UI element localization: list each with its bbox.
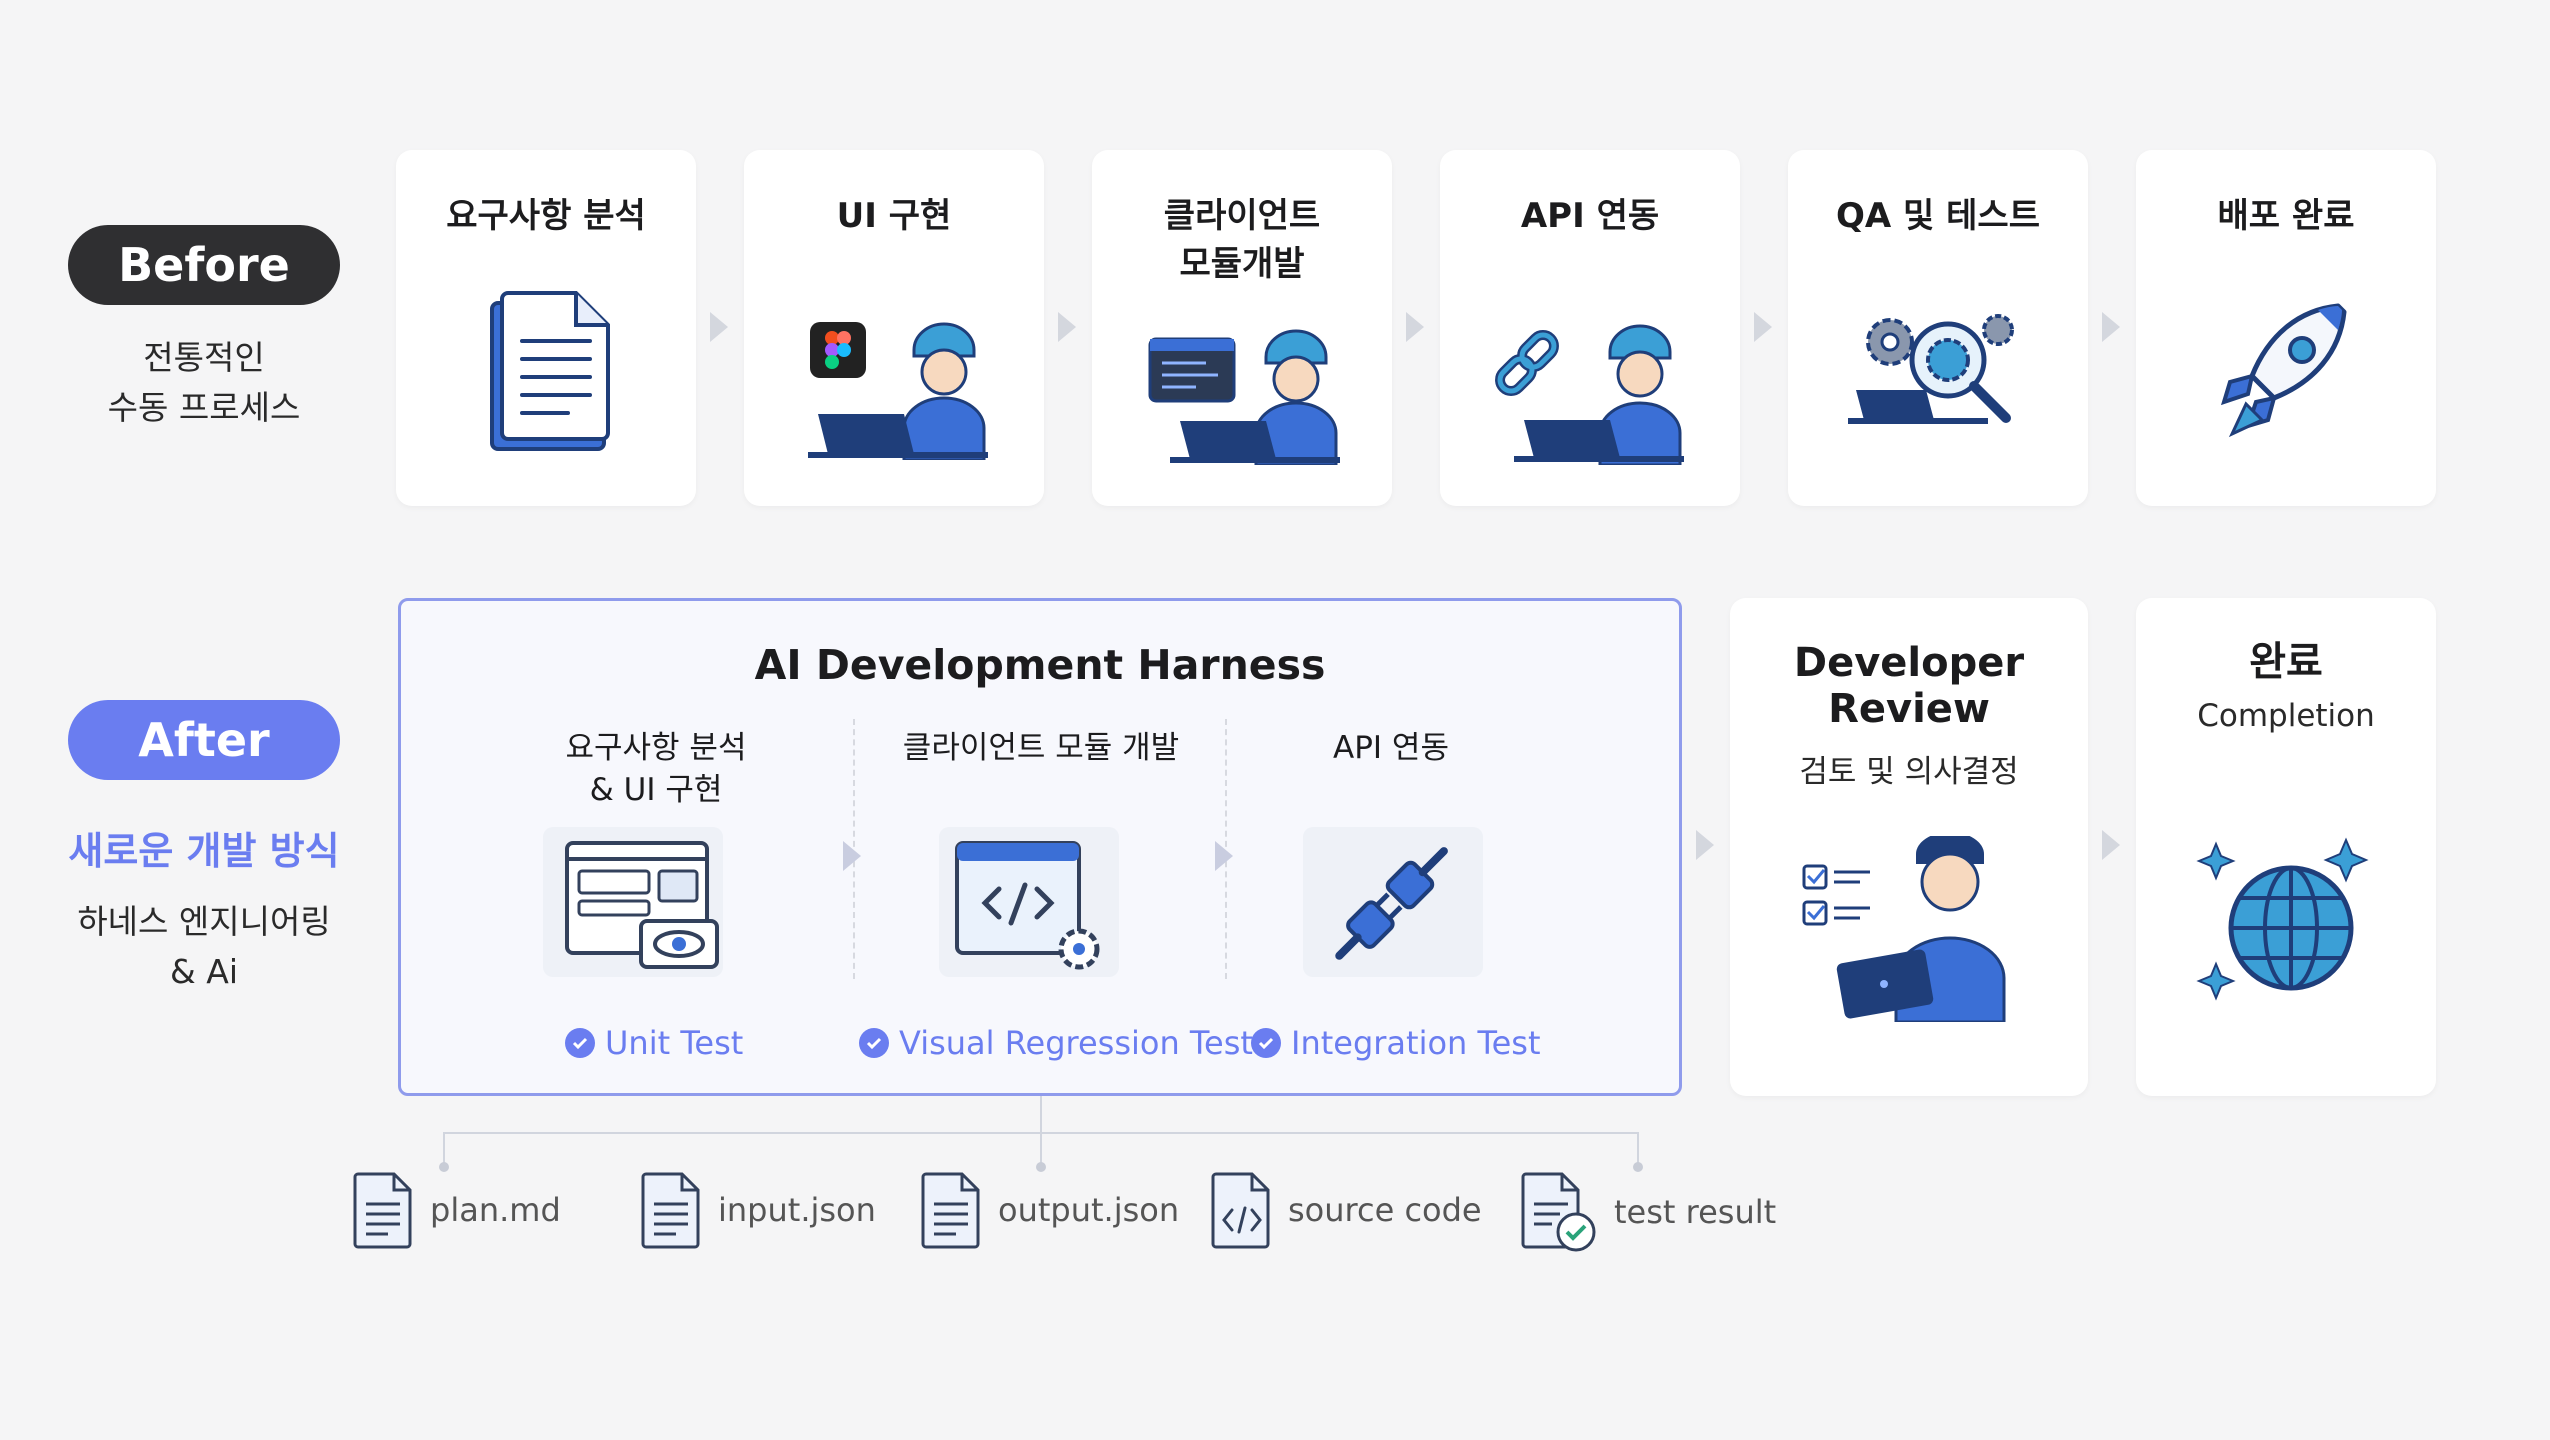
arrow-icon bbox=[843, 841, 861, 871]
plug-icon bbox=[1303, 827, 1483, 977]
file-input-json: input.json bbox=[640, 1170, 876, 1250]
connector-line bbox=[1637, 1132, 1639, 1166]
review-subtitle: 검토 및 의사결정 bbox=[1799, 754, 2019, 790]
arrow-icon bbox=[1406, 312, 1424, 342]
file-name: source code bbox=[1288, 1191, 1482, 1229]
code-window-gear-icon bbox=[939, 827, 1119, 977]
figma-developer-icon bbox=[808, 322, 988, 460]
before-pill: Before bbox=[68, 225, 340, 305]
developer-tablet-icon bbox=[1802, 836, 2006, 1022]
step-label: 배포 완료 bbox=[2217, 196, 2355, 236]
before-step-requirements: 요구사항 분석 bbox=[396, 150, 696, 506]
review-title: Developer Review bbox=[1793, 640, 2025, 732]
arrow-icon bbox=[1696, 830, 1714, 860]
document-icon bbox=[641, 1172, 700, 1249]
developer-review-card: Developer Review 검토 및 의사결정 bbox=[1730, 598, 2088, 1096]
ui-preview-icon bbox=[543, 827, 723, 977]
check-circle-icon bbox=[859, 1028, 889, 1058]
document-icon bbox=[353, 1172, 412, 1249]
completion-title: 완료 bbox=[2249, 639, 2323, 685]
connector-line bbox=[1040, 1096, 1042, 1132]
completion-card: 완료 Completion bbox=[2136, 598, 2436, 1096]
step-label: UI 구현 bbox=[836, 196, 952, 236]
connector-line bbox=[443, 1132, 445, 1166]
gear-magnifier-icon bbox=[1848, 314, 2014, 424]
visual-regression-test-check: Visual Regression Test bbox=[859, 1024, 1253, 1062]
rocket-icon bbox=[2220, 303, 2347, 438]
step-label: QA 및 테스트 bbox=[1835, 196, 2040, 236]
arrow-icon bbox=[1215, 841, 1233, 871]
arrow-icon bbox=[2102, 312, 2120, 342]
before-description: 전통적인 수동 프로세스 bbox=[107, 338, 301, 427]
integration-test-check: Integration Test bbox=[1251, 1024, 1541, 1062]
after-accent-text: 새로운 개발 방식 bbox=[68, 829, 340, 873]
step-label: 요구사항 분석 bbox=[446, 196, 646, 236]
file-plan-md: plan.md bbox=[352, 1170, 561, 1250]
file-name: output.json bbox=[998, 1191, 1180, 1229]
check-label: Visual Regression Test bbox=[899, 1024, 1253, 1062]
before-step-deploy: 배포 완료 bbox=[2136, 150, 2436, 506]
stage-label-client: 클라이언트 모듈 개발 bbox=[902, 730, 1180, 766]
file-test-result: test result bbox=[1520, 1170, 1776, 1254]
after-description: 하네스 엔지니어링 & Ai bbox=[77, 902, 331, 991]
harness-title: AI Development Harness bbox=[754, 641, 1326, 689]
globe-icon bbox=[2196, 837, 2369, 1001]
after-pill: After bbox=[68, 700, 340, 780]
document-icon bbox=[490, 291, 610, 451]
check-label: Integration Test bbox=[1291, 1024, 1541, 1062]
connector-dot bbox=[439, 1162, 449, 1172]
check-circle-icon bbox=[1251, 1028, 1281, 1058]
link-developer-icon bbox=[1495, 324, 1684, 465]
file-name: test result bbox=[1614, 1193, 1777, 1231]
step-label: 클라이언트 모듈개발 bbox=[1163, 196, 1321, 284]
code-developer-icon bbox=[1148, 329, 1340, 465]
document-icon bbox=[921, 1172, 980, 1249]
file-name: plan.md bbox=[430, 1191, 561, 1229]
arrow-icon bbox=[1754, 312, 1772, 342]
check-circle-icon bbox=[565, 1028, 595, 1058]
before-step-client: 클라이언트 모듈개발 bbox=[1092, 150, 1392, 506]
step-label: API 연동 bbox=[1520, 196, 1660, 236]
file-name: input.json bbox=[718, 1191, 876, 1229]
arrow-icon bbox=[2102, 830, 2120, 860]
check-label: Unit Test bbox=[605, 1024, 744, 1062]
connector-line bbox=[1040, 1132, 1042, 1166]
test-file-icon bbox=[1521, 1172, 1596, 1252]
stage-label-requirements: 요구사항 분석 & UI 구현 bbox=[565, 730, 747, 808]
unit-test-check: Unit Test bbox=[565, 1024, 743, 1062]
file-source-code: source code bbox=[1210, 1170, 1482, 1250]
code-file-icon bbox=[1211, 1172, 1270, 1249]
arrow-icon bbox=[1058, 312, 1076, 342]
connector-dot bbox=[1036, 1162, 1046, 1172]
file-output-json: output.json bbox=[920, 1170, 1179, 1250]
completion-subtitle: Completion bbox=[2197, 698, 2375, 734]
stage-label-api: API 연동 bbox=[1333, 730, 1449, 766]
before-step-ui: UI 구현 bbox=[744, 150, 1044, 506]
before-step-qa: QA 및 테스트 bbox=[1788, 150, 2088, 506]
connector-dot bbox=[1633, 1162, 1643, 1172]
ai-harness-box: AI Development Harness 요구사항 분석 & UI 구현 클… bbox=[398, 598, 1682, 1096]
before-step-api: API 연동 bbox=[1440, 150, 1740, 506]
arrow-icon bbox=[710, 312, 728, 342]
